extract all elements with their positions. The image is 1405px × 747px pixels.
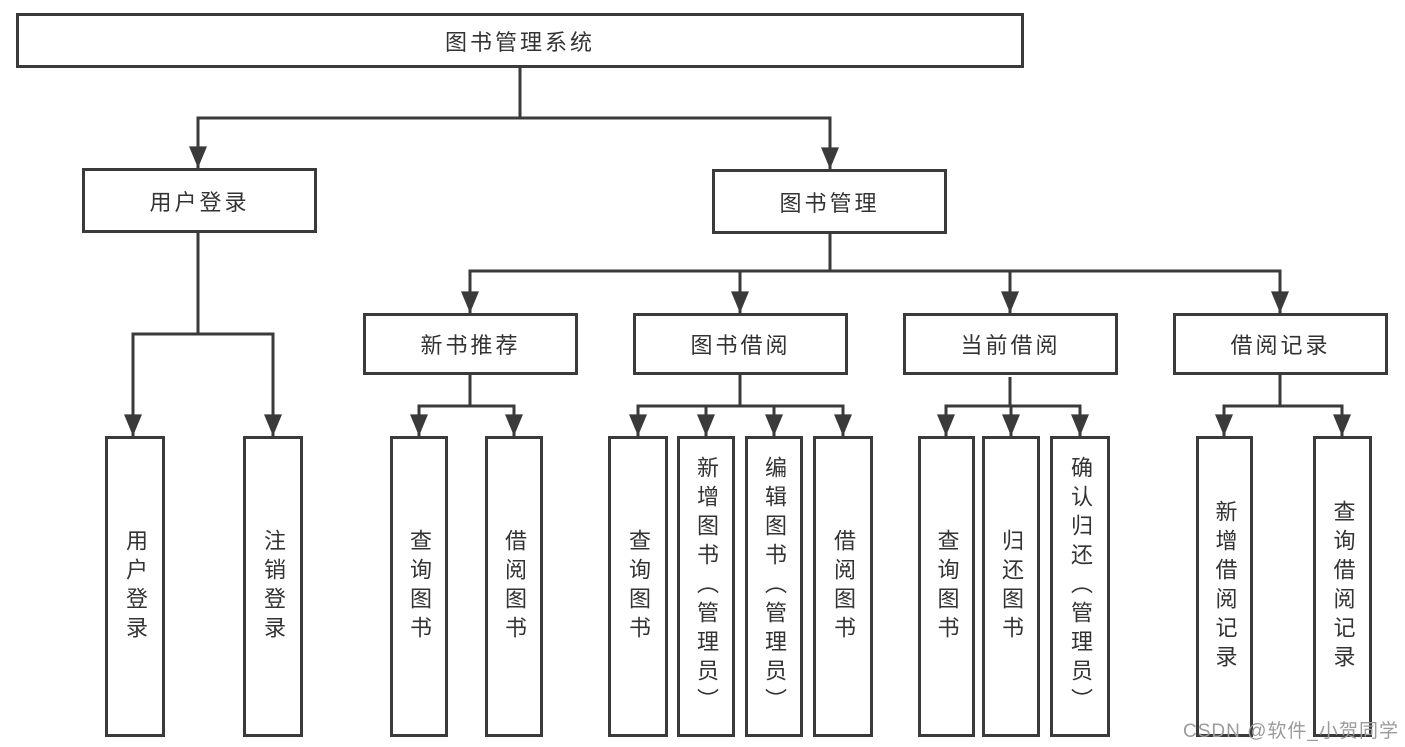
leaf-borrow-edit: 编辑图书（管理员） — [745, 436, 803, 737]
node-user-login: 用户登录 — [82, 168, 317, 233]
leaf-records-add-label: 新增借阅记录 — [1212, 499, 1238, 674]
edge-borrow-to-add — [697, 375, 742, 436]
leaf-userlogin-login: 用户登录 — [105, 436, 165, 737]
node-borrowing-records-label: 借阅记录 — [1230, 333, 1331, 358]
edge-mgmt-to-book-borrow — [731, 234, 832, 313]
leaf-records-query: 查询借阅记录 — [1313, 436, 1372, 737]
leaf-borrow-add: 新增图书（管理员） — [677, 436, 735, 737]
leaf-records-add: 新增借阅记录 — [1196, 436, 1253, 737]
leaf-newbook-query-label: 查询图书 — [407, 528, 432, 645]
leaf-current-confirm-label: 确认归还（管理员） — [1068, 456, 1093, 717]
edge-root-to-user-login — [189, 68, 522, 168]
leaf-newbook-borrow: 借阅图书 — [485, 436, 543, 737]
leaf-userlogin-logout-label: 注销登录 — [261, 528, 286, 645]
node-new-book-recommend: 新书推荐 — [363, 313, 578, 375]
leaf-current-confirm: 确认归还（管理员） — [1050, 436, 1110, 737]
node-book-management: 图书管理 — [712, 169, 947, 234]
leaf-borrow-borrow-label: 借阅图书 — [831, 528, 856, 645]
edge-borrow-to-borrow — [738, 375, 852, 436]
edge-userlogin-to-logout — [196, 233, 282, 436]
leaf-borrow-edit-label: 编辑图书（管理员） — [762, 456, 787, 717]
node-book-borrowing-label: 图书借阅 — [690, 333, 791, 358]
node-book-management-label: 图书管理 — [779, 190, 880, 216]
leaf-current-return: 归还图书 — [982, 436, 1040, 737]
node-root: 图书管理系统 — [16, 13, 1024, 68]
edge-records-to-query — [1278, 375, 1351, 436]
edge-root-to-book-management — [518, 68, 839, 169]
leaf-borrow-query: 查询图书 — [608, 436, 668, 737]
node-borrowing-records: 借阅记录 — [1173, 313, 1388, 375]
node-book-borrowing: 图书借阅 — [633, 313, 848, 375]
leaf-current-return-label: 归还图书 — [999, 528, 1024, 645]
edge-newbook-to-borrow — [468, 375, 523, 436]
edge-current-to-confirm — [1008, 377, 1089, 436]
node-current-borrowing-label: 当前借阅 — [960, 333, 1061, 358]
leaf-borrow-borrow: 借阅图书 — [813, 436, 873, 737]
leaf-newbook-query: 查询图书 — [390, 436, 448, 737]
node-current-borrowing: 当前借阅 — [903, 313, 1118, 375]
watermark: CSDN @软件_小贺同学 — [1183, 721, 1399, 742]
edge-records-to-add — [1215, 375, 1282, 436]
node-root-label: 图书管理系统 — [444, 29, 595, 55]
edge-mgmt-to-new-book — [461, 234, 832, 313]
leaf-borrow-query-label: 查询图书 — [626, 528, 651, 645]
leaf-userlogin-logout: 注销登录 — [243, 436, 303, 737]
leaf-newbook-borrow-label: 借阅图书 — [502, 528, 527, 645]
leaf-current-query: 查询图书 — [918, 436, 975, 737]
edge-newbook-to-query — [410, 375, 472, 436]
leaf-userlogin-login-label: 用户登录 — [123, 528, 148, 645]
edge-userlogin-to-login — [124, 233, 200, 436]
node-user-login-label: 用户登录 — [149, 189, 250, 215]
node-new-book-recommend-label: 新书推荐 — [420, 333, 521, 358]
edge-current-to-query — [937, 377, 1012, 436]
leaf-records-query-label: 查询借阅记录 — [1330, 499, 1356, 674]
leaf-borrow-add-label: 新增图书（管理员） — [694, 456, 719, 717]
leaf-current-query-label: 查询图书 — [934, 528, 960, 645]
edge-mgmt-to-records — [828, 234, 1289, 313]
edge-mgmt-to-current-borrow — [828, 234, 1019, 313]
